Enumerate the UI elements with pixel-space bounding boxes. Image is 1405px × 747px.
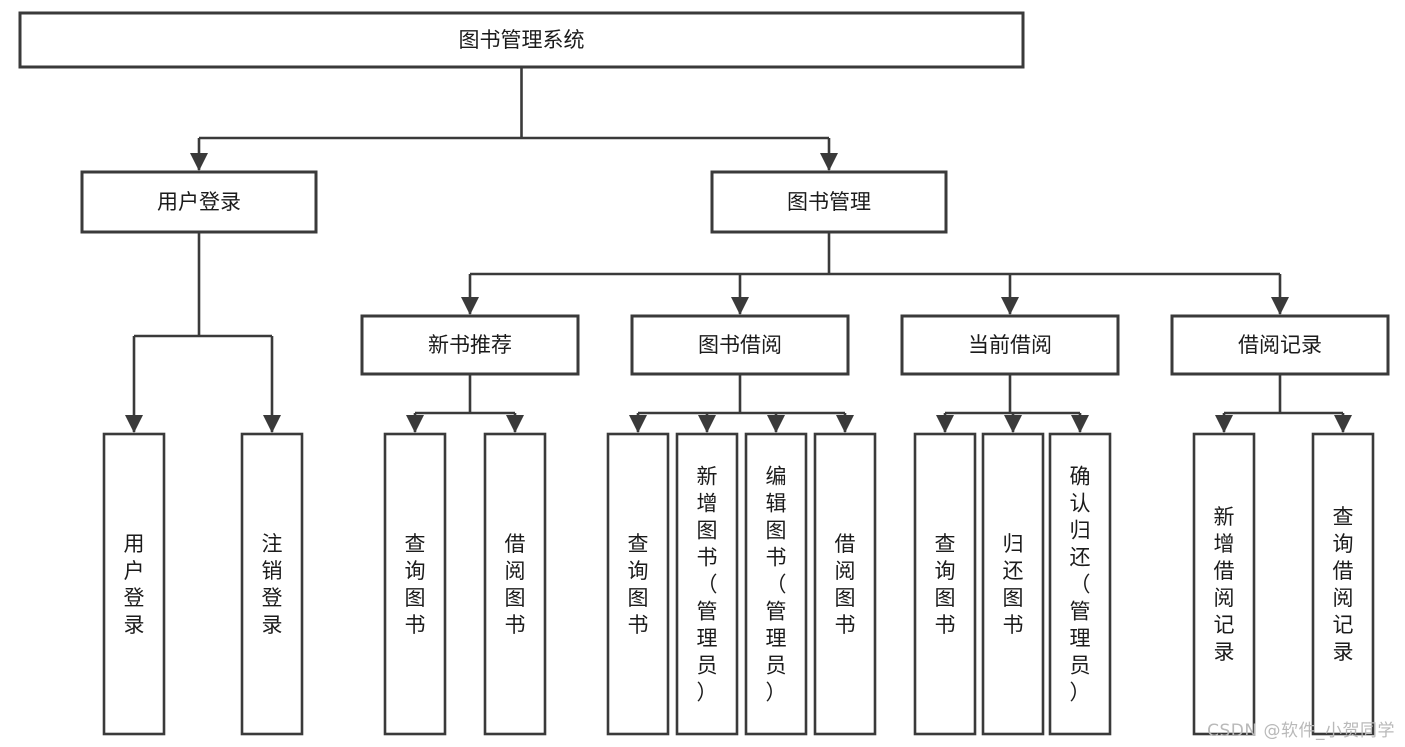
node-leaf-add-record-rect [1192,432,1256,736]
arrow-head-icon [731,297,749,315]
node-leaf-add-record-label: 新增借阅记录 [1214,505,1235,664]
arrow-head-icon [698,415,716,433]
node-leaf-borrow-book-1[interactable]: 借阅图书 [483,432,547,736]
node-leaf-query-record-rect [1311,432,1375,736]
node-leaf-logout[interactable]: 注销登录 [240,432,304,736]
node-leaf-query-book-2-rect [606,432,670,736]
node-leaf-query-book-2[interactable]: 查询图书 [606,432,670,736]
node-new-book-recommend[interactable]: 新书推荐 [360,314,580,376]
node-leaf-query-book-1-rect [383,432,447,736]
watermark-text: CSDN @软件_小贺同学 [1207,721,1395,741]
node-leaf-edit-book-label: 编辑图书（管理员） [766,465,787,705]
arrow-head-icon [1004,415,1022,433]
node-book-manage[interactable]: 图书管理 [710,170,948,234]
node-leaf-borrow-book-2-rect [813,432,877,736]
node-leaf-query-book-1[interactable]: 查询图书 [383,432,447,736]
node-leaf-return-book-label: 归还图书 [1003,532,1024,637]
node-current-borrow-label: 当前借阅 [968,333,1052,357]
node-book-manage-label: 图书管理 [787,190,871,214]
node-leaf-borrow-book-1-label: 借阅图书 [505,532,526,637]
node-leaf-query-book-3-label: 查询图书 [935,532,956,637]
node-current-borrow-rect [900,314,1120,376]
node-root-system-label: 图书管理系统 [459,28,585,52]
arrow-head-icon [767,415,785,433]
node-leaf-query-book-1-label: 查询图书 [405,532,426,637]
arrow-head-icon [1215,415,1233,433]
node-book-borrow-label: 图书借阅 [698,333,782,357]
arrow-head-icon [461,297,479,315]
arrow-head-icon [936,415,954,433]
node-book-borrow-rect [630,314,850,376]
connector-layer [125,67,1352,433]
node-user-login-label: 用户登录 [157,190,241,214]
node-leaf-user-login-rect [102,432,166,736]
arrow-head-icon [263,415,281,433]
node-leaf-confirm-return[interactable]: 确认归还（管理员） [1048,432,1112,736]
arrow-head-icon [629,415,647,433]
node-leaf-query-record[interactable]: 查询借阅记录 [1311,432,1375,736]
node-new-book-recommend-label: 新书推荐 [428,333,512,357]
node-leaf-confirm-return-label: 确认归还（管理员） [1070,465,1091,705]
arrow-head-icon [1271,297,1289,315]
node-leaf-return-book-rect [981,432,1045,736]
node-leaf-user-login-label: 用户登录 [124,532,145,637]
node-leaf-borrow-book-2-label: 借阅图书 [835,532,856,637]
node-book-manage-rect [710,170,948,234]
node-leaf-borrow-book-1-rect [483,432,547,736]
arrow-head-icon [506,415,524,433]
node-leaf-borrow-book-2[interactable]: 借阅图书 [813,432,877,736]
node-leaf-logout-rect [240,432,304,736]
arrow-head-icon [836,415,854,433]
node-leaf-user-login[interactable]: 用户登录 [102,432,166,736]
arrow-head-icon [1001,297,1019,315]
node-leaf-add-record[interactable]: 新增借阅记录 [1192,432,1256,736]
arrow-head-icon [190,153,208,171]
node-leaf-logout-label: 注销登录 [262,532,283,637]
arrow-head-icon [1334,415,1352,433]
node-leaf-query-book-2-label: 查询图书 [628,532,649,637]
node-borrow-record[interactable]: 借阅记录 [1170,314,1390,376]
node-leaf-add-book-rect [675,432,739,736]
node-leaf-query-book-3-rect [913,432,977,736]
node-user-login-rect [80,170,318,234]
node-borrow-record-rect [1170,314,1390,376]
node-leaf-query-record-label: 查询借阅记录 [1333,505,1354,664]
node-leaf-return-book[interactable]: 归还图书 [981,432,1045,736]
node-leaf-add-book-label: 新增图书（管理员） [697,465,718,705]
node-leaf-edit-book-rect [744,432,808,736]
node-leaf-query-book-3[interactable]: 查询图书 [913,432,977,736]
arrow-head-icon [820,153,838,171]
node-current-borrow[interactable]: 当前借阅 [900,314,1120,376]
node-book-borrow[interactable]: 图书借阅 [630,314,850,376]
node-root-system[interactable]: 图书管理系统 [18,11,1025,69]
arrow-head-icon [125,415,143,433]
node-leaf-confirm-return-rect [1048,432,1112,736]
node-layer: 图书管理系统用户登录图书管理新书推荐图书借阅当前借阅借阅记录用户登录注销登录查询… [18,11,1390,736]
node-leaf-edit-book[interactable]: 编辑图书（管理员） [744,432,808,736]
node-root-system-rect [18,11,1025,69]
node-leaf-add-book[interactable]: 新增图书（管理员） [675,432,739,736]
arrow-head-icon [406,415,424,433]
arrow-head-icon [1071,415,1089,433]
node-borrow-record-label: 借阅记录 [1238,333,1322,357]
node-new-book-recommend-rect [360,314,580,376]
node-user-login[interactable]: 用户登录 [80,170,318,234]
